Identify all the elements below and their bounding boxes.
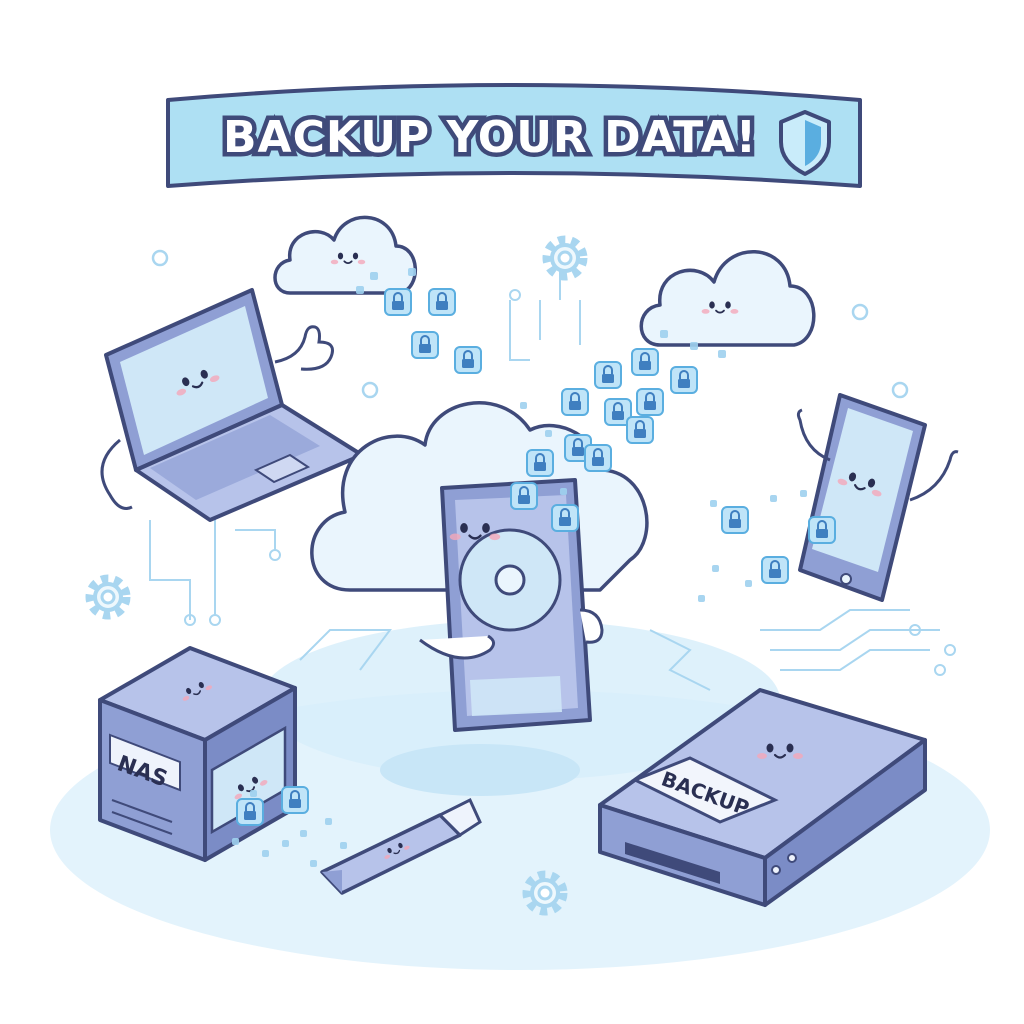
laptop-arm-thumbs-up (274, 325, 334, 371)
data-bits (232, 268, 807, 867)
nas-device: NAS (98, 646, 297, 862)
padlock-icon (526, 449, 554, 477)
padlock-icon (384, 288, 412, 316)
padlock-icon (454, 346, 482, 374)
padlock-icon (561, 388, 589, 416)
laptop-device (100, 288, 364, 522)
padlock-icon (626, 416, 654, 444)
backup-drive-device: BACKUP (598, 688, 927, 907)
banner-title: BACKUP YOUR DATA! (223, 112, 757, 163)
cloud-small-right (639, 250, 816, 347)
drive-arm (419, 634, 495, 660)
padlock-icon (584, 444, 612, 472)
gear-icon (547, 240, 583, 276)
padlock-icon (510, 482, 538, 510)
hard-drive-device (419, 478, 604, 732)
padlock-icon (236, 798, 264, 826)
phone-device (796, 393, 959, 602)
padlock-icon (551, 504, 579, 532)
cloud-small-left (273, 215, 417, 295)
laptop-arm (100, 438, 133, 510)
padlock-icon (281, 786, 309, 814)
padlock-icon (594, 361, 622, 389)
decor-dots (151, 249, 909, 399)
usb-stick-device (320, 797, 482, 895)
phone-arm-left (796, 408, 831, 462)
title-banner: BACKUP YOUR DATA! (166, 83, 862, 188)
drive-hand (579, 608, 604, 644)
gear-icon (90, 579, 126, 615)
shield-icon (779, 110, 831, 176)
padlock-icon (761, 556, 789, 584)
padlock-icon (808, 516, 836, 544)
padlock-icon (721, 506, 749, 534)
padlock-icon (428, 288, 456, 316)
padlock-icon (636, 388, 664, 416)
padlock-icon (411, 331, 439, 359)
padlock-icon (631, 348, 659, 376)
padlock-icon (670, 366, 698, 394)
circuit-lines (149, 249, 956, 691)
phone-arm-right (909, 450, 959, 502)
floor-spot (380, 744, 580, 796)
